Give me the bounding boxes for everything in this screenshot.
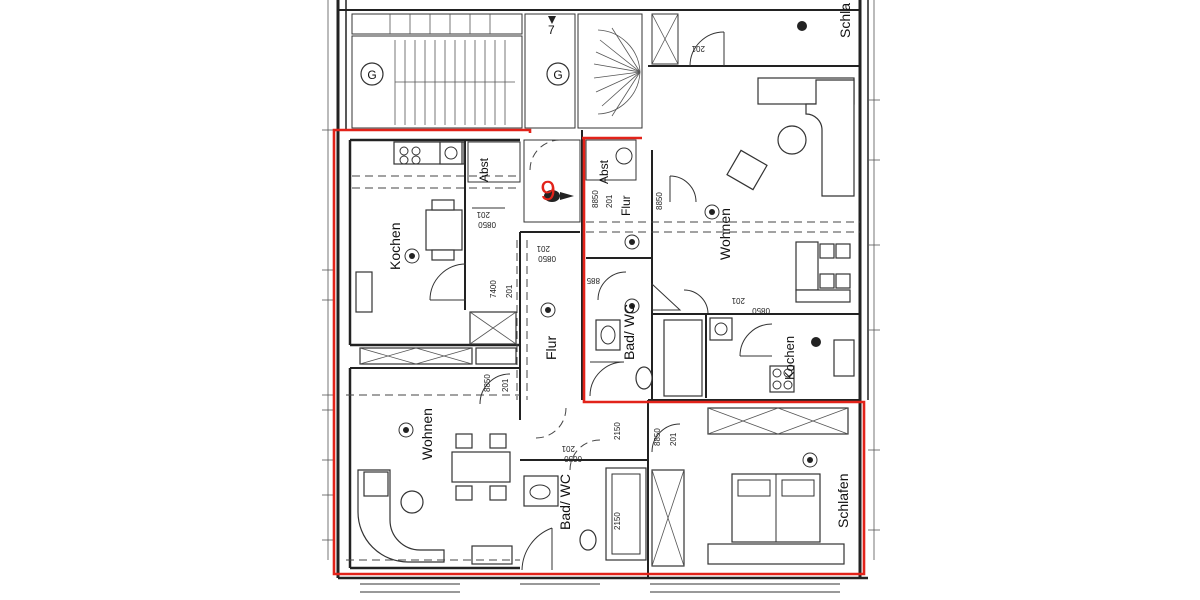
- toilet-right: [635, 366, 653, 390]
- dim-flur-7400: 7400: [489, 280, 498, 298]
- abst-left: Abst 201 0850: [467, 141, 521, 229]
- room-label-bad-right: Bad/ WC: [621, 304, 637, 360]
- kitchen-right: Kochen: [705, 314, 855, 398]
- bathtub-right: [663, 319, 703, 397]
- building-walls: [322, 0, 880, 593]
- kitchen-left: Kochen: [348, 138, 520, 347]
- left-ruler: [322, 0, 334, 560]
- dim-flur-0850: 0850: [538, 254, 556, 263]
- room-marker-icon: [797, 21, 807, 31]
- spiral-stair: [593, 27, 641, 117]
- bottom-windows: [360, 583, 840, 593]
- coffee-table-right: [777, 125, 807, 155]
- stair-marker-center-label: G: [553, 68, 562, 82]
- dining-table-right: [795, 241, 819, 291]
- dim-flur-201b: 201: [505, 284, 514, 298]
- kitchen-table: [425, 209, 463, 251]
- wohnen-left: 8850 201 Wohnen: [346, 367, 520, 570]
- stair-step-count: 7: [548, 23, 555, 37]
- stair-arrow-icon: [548, 16, 556, 24]
- wohnen-right: Wohnen 201 0850: [586, 77, 860, 315]
- dim-bad-201: 201: [561, 444, 575, 453]
- stairwell: G G 7: [351, 13, 643, 129]
- room-label-schlafen: Schlafen: [835, 474, 851, 528]
- wardrobes-left: [359, 311, 517, 365]
- toilet-left: [579, 529, 597, 551]
- dim-flur-201: 201: [536, 244, 550, 253]
- dim-bad-0050: 0050: [564, 454, 582, 463]
- dim-flur-right-8850: 8850: [591, 190, 600, 208]
- center-corridor: Flur 201 0850 7400 201: [489, 139, 581, 439]
- sink-right: [709, 317, 733, 341]
- dim-bad-2150: 2150: [613, 422, 622, 440]
- room-label-kochen-right: Kochen: [782, 336, 797, 380]
- dim-flur-right-885: 885: [586, 276, 600, 285]
- room-label-kochen-left: Kochen: [387, 223, 403, 270]
- sink: [439, 141, 463, 165]
- dim-abst-0850: 0850: [478, 220, 496, 229]
- washbasin-left: [523, 475, 559, 507]
- unit-outline: [332, 128, 866, 576]
- dim-wohnen-right-201: 201: [731, 296, 745, 305]
- room-label-wohnen-left: Wohnen: [419, 408, 435, 460]
- corner-sofa-right: [805, 79, 855, 197]
- top-right-partial: 201 Schla: [648, 3, 860, 67]
- room-label-wohnen-right: Wohnen: [717, 208, 733, 260]
- fridge-right: [833, 339, 855, 377]
- unit-number: 9: [540, 175, 556, 206]
- entry-arrow-icon: [560, 192, 574, 200]
- room-label-schlafen-top: Schla: [837, 3, 853, 38]
- dim-wohnen-right-0850: 0850: [752, 306, 770, 315]
- coffee-table-left: [400, 490, 424, 514]
- bathtub-left: [605, 467, 647, 561]
- stair-marker-center: [546, 62, 570, 86]
- room-label-flur-center: Flur: [543, 336, 559, 360]
- fridge: [355, 271, 373, 313]
- abst-flur-right: Abst Flur 8850 201 8850 885: [581, 130, 697, 400]
- dim-flur-right-201: 201: [605, 194, 614, 208]
- dim-abst-201: 201: [476, 210, 490, 219]
- dim-wohnen-right-8850: 8850: [655, 192, 664, 210]
- bad-left: Bad/ WC 201 0050 2150 2150: [520, 400, 649, 578]
- stair-marker-left: [360, 62, 384, 86]
- bad-right: Bad/ WC: [589, 298, 703, 397]
- dining-table-left: [451, 451, 511, 483]
- room-label-abst-left: Abst: [477, 157, 491, 182]
- dim-top-201: 201: [691, 44, 705, 53]
- armchair-right: [726, 149, 768, 191]
- schlafen: Schlafen 8850 201: [648, 399, 860, 567]
- washbasin-right: [595, 319, 621, 351]
- dim-wohnen-201: 201: [501, 378, 510, 392]
- stair-marker-left-label: G: [367, 68, 376, 82]
- room-label-flur-right: Flur: [619, 195, 633, 216]
- dim-schlafen-8850: 8850: [653, 428, 662, 446]
- right-ruler: [868, 0, 880, 560]
- dim-schlafen-201: 201: [669, 432, 678, 446]
- room-label-abst-right: Abst: [597, 159, 611, 184]
- wardrobe-schlafen: [707, 407, 849, 435]
- room-label-bad-left: Bad/ WC: [557, 474, 573, 530]
- dim-tub-2150: 2150: [613, 512, 622, 530]
- dim-wohnen-8850: 8850: [483, 374, 492, 392]
